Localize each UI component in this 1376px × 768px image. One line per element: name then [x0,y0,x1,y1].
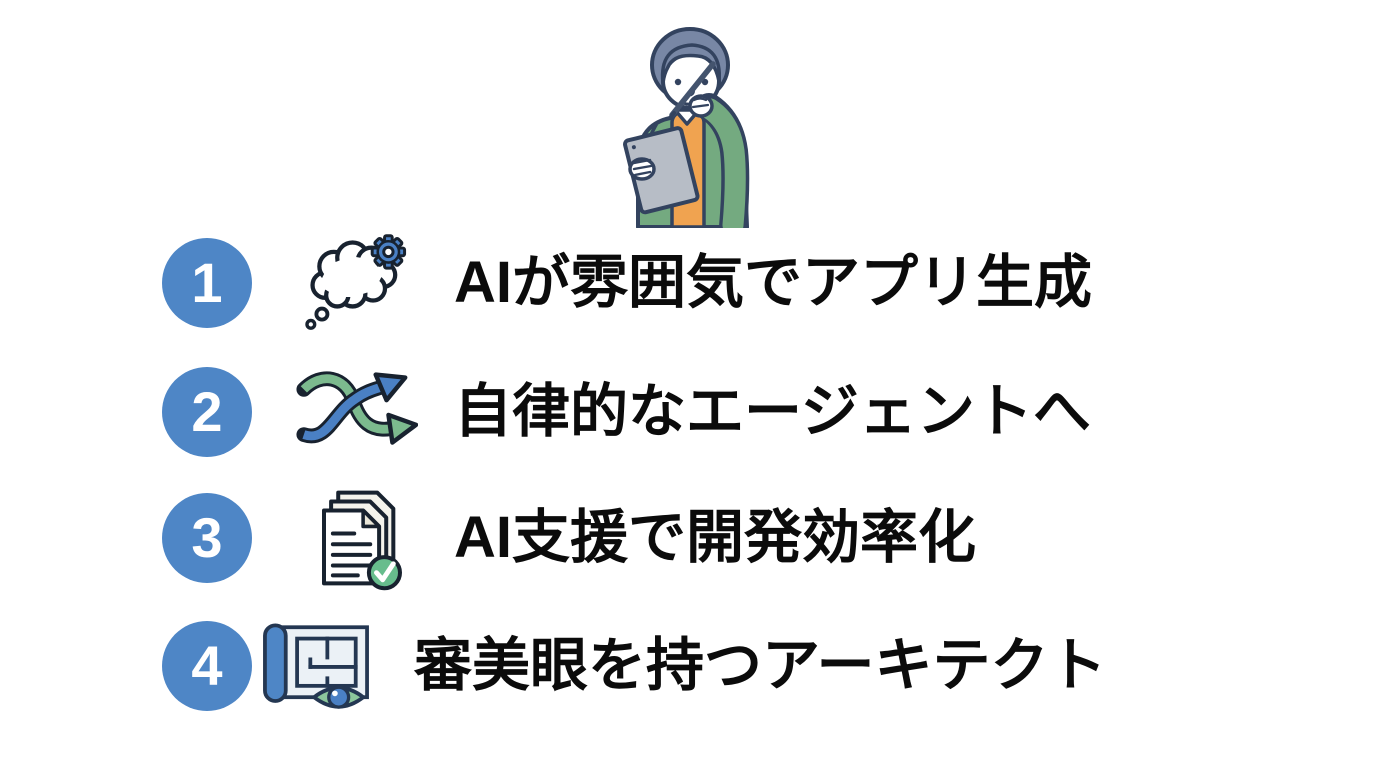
list-item-1: 1 [162,233,1092,333]
item-label-3: AI支援で開発効率化 [454,505,977,570]
list-item-2: 2 自律的なエージェントへ [162,362,1091,462]
number-badge-3: 3 [162,493,252,583]
document-check-icon [322,490,402,591]
number-badge-4: 4 [162,621,252,711]
list-item-4: 4 審美眼を持つアーキテクト [162,616,1107,716]
thinking-person-illustration [623,27,750,228]
shuffle-arrows-icon [296,371,418,445]
thought-cloud-gear-icon [305,234,407,330]
blueprint-eye-icon [263,623,369,709]
list-item-3: 3 AI支援で開発効率化 [162,488,977,591]
item-label-4: 審美眼を持つアーキテクト [414,633,1107,698]
number-badge-1: 1 [162,238,252,328]
number-badge-2: 2 [162,367,252,457]
item-label-2: 自律的なエージェントへ [454,379,1091,444]
item-label-1: AIが雰囲気でアプリ生成 [454,250,1093,315]
